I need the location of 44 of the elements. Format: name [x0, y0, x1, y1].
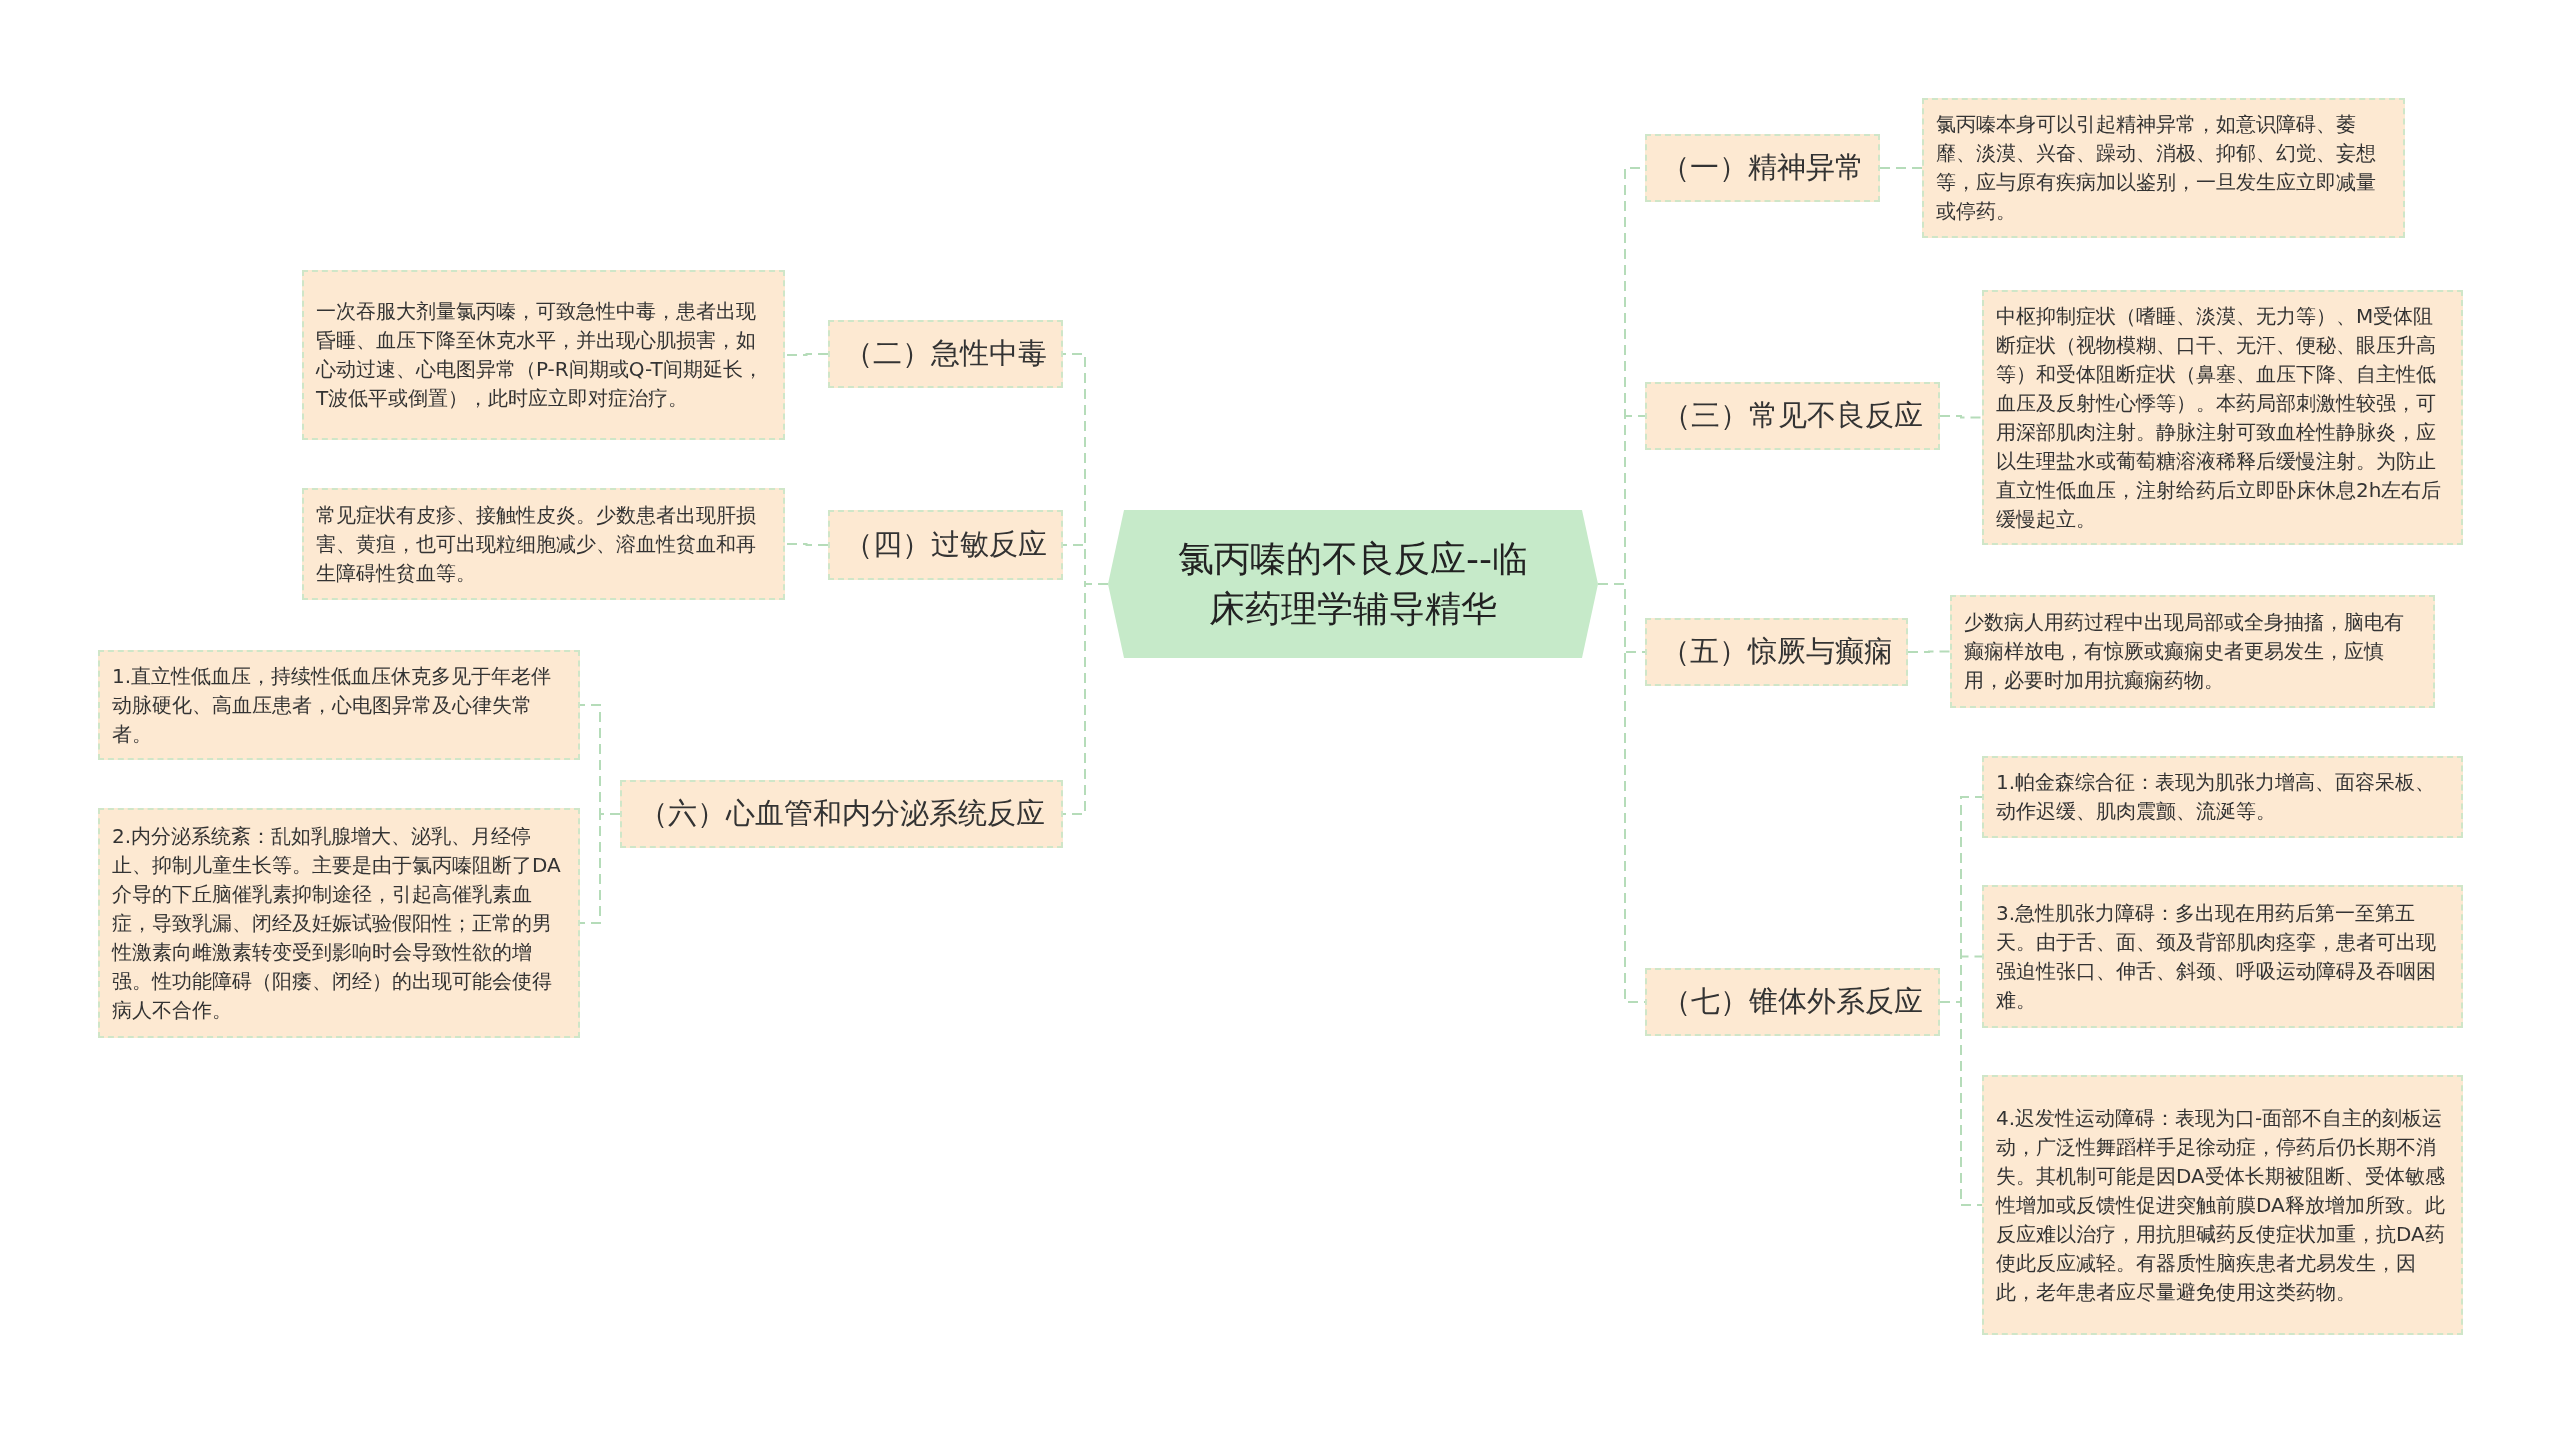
branch-topic: [1645, 618, 1908, 686]
topic-text: 氯丙嗪的不良反应--临床药理学辅导精华: [1177, 536, 1529, 631]
branch-topic: [1645, 134, 1880, 202]
detail-text: 一次吞服大剂量氯丙嗪，可致急性中毒，患者出现昏睡、血压下降至休克水平，并出现心肌损害，如心动过速、心电图异常（P-R间期或Q-T间期延长，T波低平或倒置），此时应立即对症治疗。: [316, 298, 764, 412]
detail-card: [1950, 595, 2435, 708]
detail-card: [1922, 98, 2405, 238]
detail-card: [302, 488, 785, 600]
detail-text: 氯丙嗪本身可以引起精神异常，如意识障碍、萎靡、淡漠、兴奋、躁动、消极、抑郁、幻觉、妄想等，应与原有疾病加以鉴别，一旦发生应立即减量或停药。: [1936, 111, 2377, 225]
detail-card: [1982, 756, 2463, 838]
connector-line: [1879, 167, 1923, 169]
connector-line: [784, 353, 829, 356]
connector-line: [1062, 583, 1109, 815]
detail-text: 2.内分泌系统紊：乱如乳腺增大、泌乳、月经停止、抑制儿童生长等。主要是由于氯丙嗪阻断了DA介导的下丘脑催乳素抑制途径，引起高催乳素血症，导致乳漏、闭经及妊娠试验假阳性；正常的男性激素向雌激素转变受到影响时会导致性欲的增强。性功能障碍（阳痿、闭经）的出现可能会使得病人不合作。: [112, 822, 562, 1024]
branch-topic: [1645, 382, 1940, 450]
detail-card: [98, 650, 580, 760]
branch-label: （四）过敏反应: [844, 526, 1047, 564]
connector-line: [1939, 415, 1983, 419]
detail-text: 1.帕金森综合征：表现为肌张力增高、面容呆板、动作迟缓、肌肉震颤、流涎等。: [1996, 769, 2437, 825]
detail-card: [1982, 1075, 2463, 1335]
branch-topic: [828, 510, 1063, 580]
detail-card: [302, 270, 785, 440]
connector-line: [1907, 650, 1951, 653]
detail-text: 3.急性肌张力障碍：多出现在用药后第一至第五天。由于舌、面、颈及背部肌肉痉挛，患者可出现强迫性张口、伸舌、斜颈、呼吸运动障碍及吞咽困难。: [1996, 899, 2437, 1014]
branch-label: （三）常见不良反应: [1662, 397, 1923, 435]
connector-line: [1939, 1001, 1983, 1206]
branch-label: （五）惊厥与癫痫: [1660, 633, 1893, 671]
central-topic: [1108, 510, 1598, 658]
connector-line: [579, 813, 621, 924]
branch-label: （六）心血管和内分泌系统反应: [638, 795, 1045, 833]
detail-text: 常见症状有皮疹、接触性皮炎。少数患者出现肝损害、黄疸，也可出现粒细胞减少、溶血性贫血和再生障碍性贫血等。: [316, 501, 757, 587]
detail-card: [1982, 290, 2463, 545]
detail-card: [1982, 885, 2463, 1028]
branch-topic: [828, 320, 1063, 388]
branch-label: （二）急性中毒: [844, 335, 1047, 373]
detail-text: 1.直立性低血压，持续性低血压休克多见于年老伴动脉硬化、高血压患者，心电图异常及心律失常者。: [112, 662, 553, 748]
detail-text: 中枢抑制症状（嗜睡、淡漠、无力等）、M受体阻断症状（视物模糊、口干、无汗、便秘、眼压升高等）和受体阻断症状（鼻塞、血压下降、自主性低血压及反射性心悸等）。本药局部刺激性较强，可用深部肌肉注射。静脉注射可致血栓性静脉炎，应以生理盐水或葡萄糖溶液稀释后缓慢注射。为防止直立性低血压，注射给药后立即卧床休息2h左右后缓慢起立。: [1996, 302, 2443, 533]
detail-text: 4.迟发性运动障碍：表现为口-面部不自主的刻板运动，广泛性舞蹈样手足徐动症，停药后仍长期不消失。其机制可能是因DA受体长期被阻断、受体敏感性增加或反馈性促进突触前膜DA释放增加所致。此反应难以治疗，用抗胆碱药反使症状加重，抗DA药使此反应减轻。有器质性脑疾患者尤易发生，因此，老年患者应尽量避免使用这类药物。: [1996, 1104, 2446, 1306]
detail-text: 少数病人用药过程中出现局部或全身抽搐，脑电有癫痫样放电，有惊厥或癫痫史者更易发生，应慎用，必要时加用抗癫痫药物。: [1964, 609, 2405, 694]
branch-topic: [620, 780, 1063, 848]
detail-card: [98, 808, 580, 1038]
branch-label: （七）锥体外系反应: [1662, 983, 1923, 1021]
branch-topic: [1645, 968, 1940, 1036]
branch-label: （一）精神异常: [1661, 149, 1864, 187]
connector-line: [784, 543, 829, 546]
